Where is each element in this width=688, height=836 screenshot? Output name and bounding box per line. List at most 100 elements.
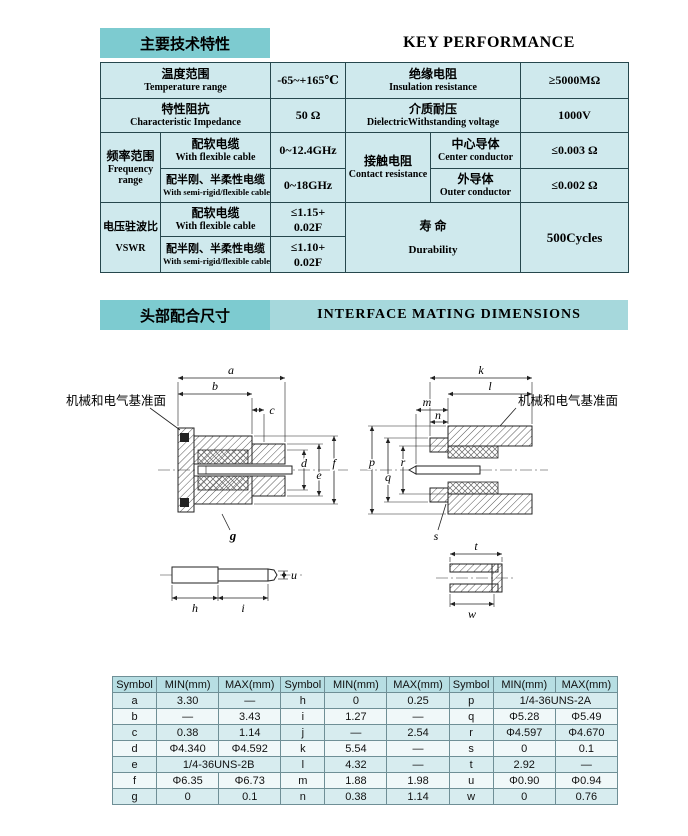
frequency-label-en: Frequency range xyxy=(107,163,154,187)
insulation-label-en: Insulation resistance xyxy=(389,82,477,94)
dim-header: MIN(mm) xyxy=(324,676,388,693)
durability-value: 500Cycles xyxy=(546,229,603,245)
vswr-semirigid-value-2: 0.02F xyxy=(293,254,323,269)
contact-outer-label-en: Outer conductor xyxy=(439,187,512,199)
freq-flexible-label-cell: 配软电缆 With flexible cable xyxy=(160,132,271,169)
left-connector-drawing: a b c d e f g 机械和电气基准面 xyxy=(66,362,348,545)
vswr-label-cn: 电压驻波比 xyxy=(103,220,158,233)
dim-cell: Φ0.94 xyxy=(554,772,619,789)
durability-label-cn: 寿 命 xyxy=(419,218,447,233)
sleeve-upper-section xyxy=(429,437,449,453)
dielectric-label-cn: 介质耐压 xyxy=(409,102,458,117)
pin-tip xyxy=(267,568,278,582)
barrel-upper-section xyxy=(251,443,286,465)
dielectric-lower xyxy=(197,475,249,491)
dim-symbol: r xyxy=(448,724,494,741)
dim-label-m: m xyxy=(423,395,432,409)
dim-header: MAX(mm) xyxy=(554,676,619,693)
dim-cell: — xyxy=(156,708,220,725)
dim-cell: Φ4.340 xyxy=(156,740,220,757)
dim-header: Symbol xyxy=(111,676,158,693)
dim-cell: 5.54 xyxy=(324,740,388,757)
dim-symbol: f xyxy=(111,772,158,789)
dim-cell: 1.14 xyxy=(218,724,282,741)
freq-flexible-value: 0~12.4GHz xyxy=(279,143,337,158)
datum-leader-right xyxy=(499,407,517,427)
dim-cell: 1/4-36UNS-2B xyxy=(156,756,282,773)
impedance-label-cell: 特性阻抗 Characteristic Impedance xyxy=(100,98,271,133)
key-performance-table: 温度范围 Temperature range -65~+165℃ 绝缘电阻 In… xyxy=(100,62,630,273)
dim-label-w: w xyxy=(468,607,476,621)
vswr-flexible-label-en: With flexible cable xyxy=(175,221,256,233)
insulation-value: ≥5000MΩ xyxy=(548,73,601,88)
vswr-semirigid-value-cell: ≤1.10+ 0.02F xyxy=(270,236,346,273)
durability-label-en: Durability xyxy=(408,243,458,256)
sleeve-end-cap xyxy=(491,563,503,593)
vswr-flexible-value-2: 0.02F xyxy=(293,219,323,234)
freq-semirigid-label-cn: 配半刚、半柔性电缆 xyxy=(166,173,265,186)
vswr-label-cell: 电压驻波比 VSWR xyxy=(100,202,161,273)
dim-cell: — xyxy=(386,756,450,773)
dim-label-f: f xyxy=(332,456,337,470)
left-pin-drawing: u h i xyxy=(160,566,302,617)
leader-line-g xyxy=(221,513,231,531)
dim-label-d: d xyxy=(301,456,308,470)
center-pin-contact xyxy=(415,465,481,475)
dim-cell: 0.38 xyxy=(156,724,220,741)
interface-section-bar: 头部配合尺寸 INTERFACE MATING DIMENSIONS xyxy=(100,300,628,330)
dim-cell: Φ6.35 xyxy=(156,772,220,789)
dim-label-a: a xyxy=(228,363,234,377)
interface-drawings: a b c d e f g 机械和电气基准面 xyxy=(66,362,618,623)
dim-label-s: s xyxy=(434,529,439,543)
dim-label-g: g xyxy=(229,528,237,543)
dim-symbol: b xyxy=(111,708,158,725)
right-connector-drawing: k l m n p q r s 机械和电气基准面 xyxy=(360,362,618,545)
center-socket-contact xyxy=(197,465,293,475)
dim-label-t: t xyxy=(474,539,478,553)
dim-cell: Φ6.73 xyxy=(218,772,282,789)
vswr-flexible-label-cn: 配软电缆 xyxy=(191,206,240,221)
dim-label-h: h xyxy=(192,601,198,615)
frequency-label-cn: 频率范围 xyxy=(106,148,155,163)
contact-outer-value-cell: ≤0.002 Ω xyxy=(520,168,630,203)
dim-cell: — xyxy=(386,708,450,725)
gasket-section xyxy=(180,433,189,442)
shell-upper-section xyxy=(447,425,533,447)
dim-cell: 0.76 xyxy=(554,788,619,805)
dim-symbol: t xyxy=(448,756,494,773)
temperature-value-cell: -65~+165℃ xyxy=(270,62,346,99)
freq-flexible-label-cn: 配软电缆 xyxy=(191,137,240,152)
dim-header: Symbol xyxy=(448,676,494,693)
dim-symbol: a xyxy=(111,692,158,709)
dim-row-b: b — 3.43 i 1.27 — q Φ5.28 Φ5.49 xyxy=(111,708,619,725)
dim-cell: 0 xyxy=(156,788,220,805)
dim-label-c: c xyxy=(269,403,275,417)
contact-label-cn: 接触电阻 xyxy=(363,154,412,169)
dim-label-r: r xyxy=(401,455,406,469)
insulation-value-cell: ≥5000MΩ xyxy=(520,62,630,99)
impedance-label-cn: 特性阻抗 xyxy=(161,102,210,117)
dim-label-n: n xyxy=(435,408,441,422)
dim-header: MAX(mm) xyxy=(218,676,282,693)
vswr-flexible-value-1: ≤1.15+ xyxy=(290,205,326,220)
dim-cell: Φ4.597 xyxy=(492,724,556,741)
dim-cell: — xyxy=(324,724,388,741)
contact-center-label-en: Center conductor xyxy=(437,152,514,164)
contact-label-en: Contact resistance xyxy=(348,169,428,181)
dim-header: Symbol xyxy=(280,676,326,693)
impedance-value: 50 Ω xyxy=(295,108,321,123)
dim-symbol: e xyxy=(111,756,158,773)
contact-outer-value: ≤0.002 Ω xyxy=(551,178,598,193)
section-title-en: KEY PERFORMANCE xyxy=(403,34,575,51)
freq-semirigid-value: 0~18GHz xyxy=(283,178,333,193)
contact-center-value-cell: ≤0.003 Ω xyxy=(520,132,630,169)
temperature-label-cell: 温度范围 Temperature range xyxy=(100,62,271,99)
dielectric-upper xyxy=(197,449,249,465)
dim-symbol: q xyxy=(448,708,494,725)
dim-cell: 1.14 xyxy=(386,788,450,805)
vswr-semirigid-label-en: With semi-rigid/flexible cable xyxy=(163,256,271,267)
datum-plane-label-right: 机械和电气基准面 xyxy=(518,393,618,408)
dim-header-row: Symbol MIN(mm) MAX(mm) Symbol MIN(mm) MA… xyxy=(111,676,619,693)
freq-semirigid-value-cell: 0~18GHz xyxy=(270,168,346,203)
dimension-table: Symbol MIN(mm) MAX(mm) Symbol MIN(mm) MA… xyxy=(111,676,619,805)
